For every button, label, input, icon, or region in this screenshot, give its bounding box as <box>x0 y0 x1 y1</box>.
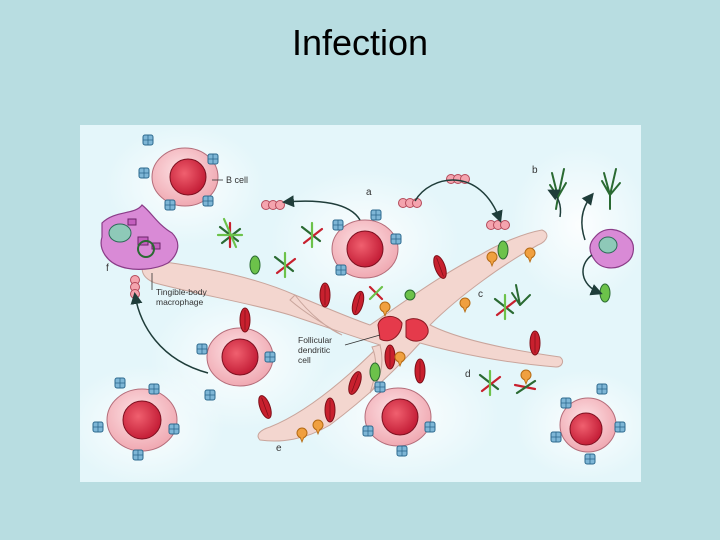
b-cell-top-center <box>331 209 402 279</box>
b-cell-top-left <box>138 134 219 211</box>
label-fdc-line1: Follicular <box>298 335 332 345</box>
label-c: c <box>478 289 483 300</box>
figure-labels: a b c d e f B cell Tingible-body macroph… <box>106 165 538 454</box>
b-cell-bottom-center <box>362 381 436 457</box>
label-b-cell: B cell <box>226 175 248 185</box>
label-a: a <box>366 187 372 198</box>
label-b: b <box>532 165 538 176</box>
macrophage-right <box>589 228 634 269</box>
process-arrows <box>130 179 603 374</box>
label-f: f <box>106 263 109 274</box>
immune-complexes <box>216 217 611 397</box>
callout-lines <box>151 179 381 346</box>
label-tingible-line1: Tingible-body <box>156 287 207 297</box>
label-fdc-line3: cell <box>298 355 311 365</box>
label-tingible-line2: macrophage <box>156 297 204 307</box>
label-fdc-line2: dendritic <box>298 345 331 355</box>
immune-diagram: a b c d e f B cell Tingible-body macroph… <box>80 125 641 482</box>
tingible-body-macrophage <box>100 204 179 270</box>
b-cell-bottom-left <box>92 377 180 461</box>
slide-title: Infection <box>291 22 429 63</box>
b-cell-bottom-right <box>550 383 626 465</box>
b-cell-left-middle <box>196 327 276 401</box>
label-e: e <box>276 443 282 454</box>
label-d: d <box>465 369 471 380</box>
